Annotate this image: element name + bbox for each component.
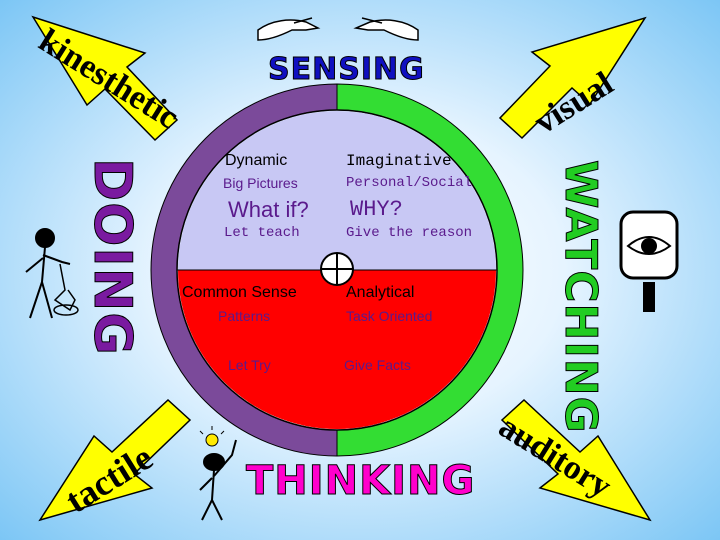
arrow-top-left bbox=[31, 15, 179, 142]
arrow-top-right bbox=[498, 16, 647, 140]
heading-thinking: THINKING bbox=[245, 458, 476, 505]
text-common-sense: Common Sense bbox=[182, 284, 297, 301]
arrow-bottom-right bbox=[500, 398, 652, 522]
text-analytical: Analytical bbox=[346, 284, 415, 301]
text-imaginative: Imaginative bbox=[346, 152, 452, 170]
text-dynamic: Dynamic bbox=[225, 152, 288, 169]
text-give-facts: Give Facts bbox=[344, 357, 411, 373]
text-give-the-reason: Give the reason bbox=[346, 225, 473, 241]
arrow-bottom-left bbox=[38, 398, 192, 522]
crosshair-icon bbox=[320, 252, 354, 286]
text-personal-social: Personal/Social bbox=[346, 175, 473, 191]
thinker-icon bbox=[199, 426, 237, 521]
person-icon bbox=[25, 228, 79, 319]
text-task-oriented: Task Oriented bbox=[346, 308, 433, 324]
text-what-if: What if? bbox=[228, 197, 309, 222]
heading-watching: WATCHING bbox=[555, 160, 607, 435]
text-let-teach: Let teach bbox=[224, 225, 300, 241]
text-why: WHY? bbox=[350, 197, 403, 222]
text-let-try: Let Try bbox=[228, 357, 271, 373]
text-patterns: Patterns bbox=[218, 308, 271, 324]
eye-icon bbox=[619, 210, 679, 312]
heading-sensing: SENSING bbox=[268, 52, 425, 88]
hands-touching-icon bbox=[257, 17, 419, 41]
text-big-pictures: Big Pictures bbox=[223, 175, 298, 191]
heading-doing: DOING bbox=[82, 158, 143, 357]
